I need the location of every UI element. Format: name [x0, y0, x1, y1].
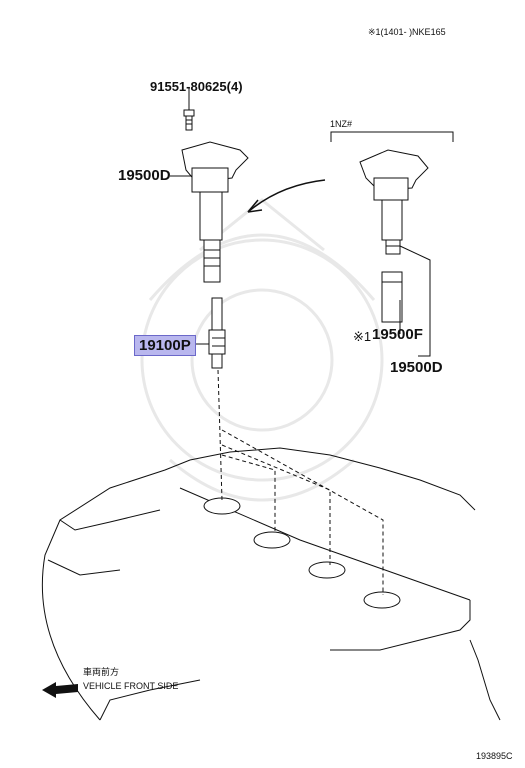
variant-leader-lines: [399, 245, 431, 357]
label-bolt[interactable]: 91551-80625(4): [150, 79, 243, 94]
label-coil-main[interactable]: 19500D: [118, 167, 171, 184]
header-note: ※1(1401- )NKE165: [368, 27, 446, 37]
spark-plug-part: [188, 297, 226, 369]
spark-plug-holes: [203, 497, 401, 609]
variant-bracket: [330, 131, 454, 142]
label-spark-plug[interactable]: 19100P: [134, 335, 196, 356]
ignition-coil-variant: [359, 149, 429, 323]
cylinder-head-outline: [41, 447, 501, 721]
watermark-emblem: [140, 198, 384, 502]
variant-arrow: [247, 179, 326, 213]
bolt-part: [183, 88, 195, 131]
installation-guide-lines: [217, 369, 384, 595]
direction-jp: 車両前方: [83, 667, 120, 677]
ignition-coil-main: [170, 141, 249, 283]
label-boot[interactable]: 19500F: [372, 326, 423, 343]
diagram-id: 193895C: [476, 751, 513, 761]
label-variant-mark: ※1: [353, 329, 372, 344]
label-coil-variant[interactable]: 19500D: [390, 359, 443, 376]
direction-en: VEHICLE FRONT SIDE: [83, 681, 179, 691]
label-variant: 1NZ#: [330, 119, 353, 129]
